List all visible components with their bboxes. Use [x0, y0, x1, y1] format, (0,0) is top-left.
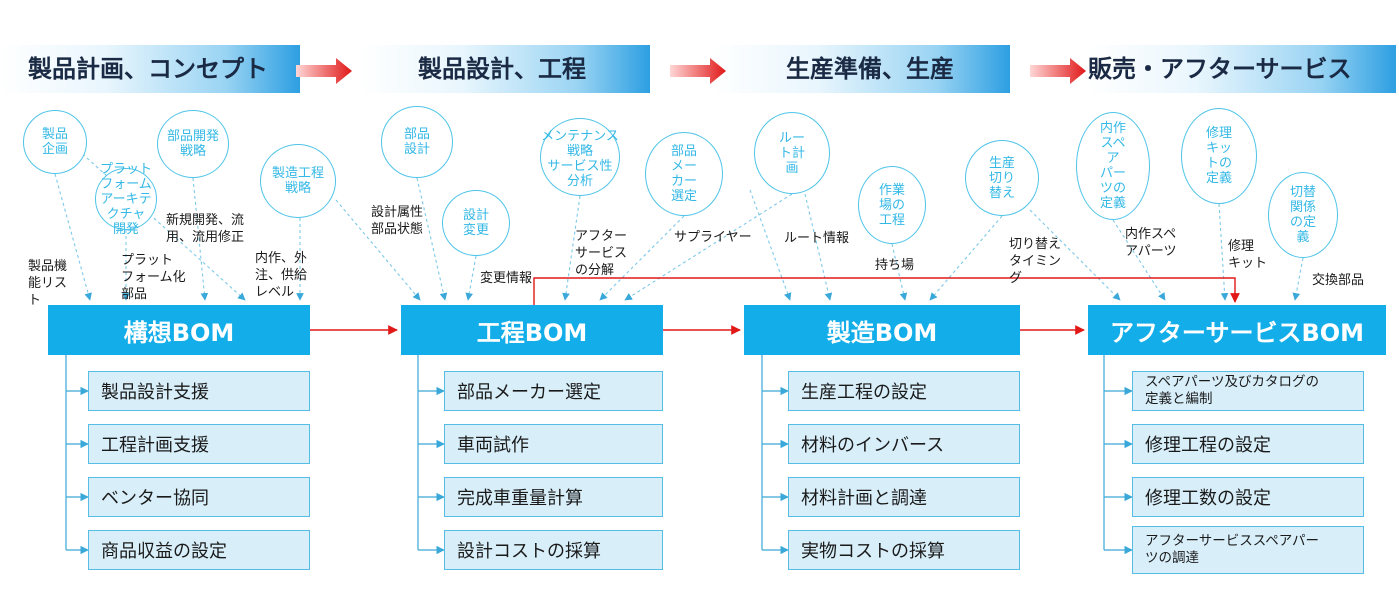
- label-platform-parts: プラット フォーム化 部品: [121, 253, 186, 302]
- label-product-function-list: 製品機 能リス ト: [28, 259, 68, 308]
- bubble-product-planning: 製品 企画: [23, 110, 87, 174]
- label-route-info: ルート情報: [784, 231, 850, 246]
- bubble-production-switch: 生産 切り 替え: [965, 140, 1039, 216]
- as-item-repair-process: 修理工程の設定: [1132, 424, 1364, 464]
- bubble-route-planning: ルー ト計 画: [754, 112, 830, 194]
- concept-item-vendor-collaboration: ベンター協同: [88, 477, 310, 517]
- bubble-repair-kit: 修理 キッ トの 定義: [1181, 108, 1257, 204]
- bubble-platform-architecture: プラットフォーム アーキテクチャ 開発: [95, 162, 157, 237]
- label-new-development: 新規開発、流 用、流用修正: [166, 213, 245, 245]
- dashed-connector: [1292, 257, 1304, 301]
- phase-label-design: 製品設計、工程: [418, 55, 586, 83]
- label-switch-timing: 切り替え タイミン グ: [1009, 237, 1062, 286]
- phase-banner-aftersales: 販売・アフターサービス: [1088, 45, 1396, 93]
- dashed-connector: [1218, 203, 1229, 301]
- bubble-part-development-strategy: 部品開発 戦略: [157, 110, 229, 178]
- dashed-connector: [1112, 219, 1166, 301]
- phase-label-aftersales: 販売・アフターサービス: [1088, 55, 1352, 83]
- dashed-connector: [929, 215, 1003, 301]
- bubble-manufacturing-process-strategy: 製造工程 戦略: [260, 144, 336, 218]
- dashed-connector: [624, 193, 793, 301]
- label-inhouse-outsource: 内作、外 注、供給 レベル: [255, 251, 308, 300]
- dashed-connector: [416, 177, 448, 301]
- bom-process: 工程BOM: [401, 305, 663, 355]
- concept-item-process-planning: 工程計画支援: [88, 424, 310, 464]
- process-item-weight-calculation: 完成車重量計算: [444, 477, 663, 517]
- as-item-spare-parts-catalog: スペアパーツ及びカタログの 定義と編制: [1132, 371, 1364, 411]
- bubble-workplace-process: 作業 場の 工程: [858, 166, 926, 244]
- label-aftersales-breakdown: アフター サービス の分解: [575, 229, 628, 278]
- bubble-maintenance-strategy: メンテナンス戦略 サービス性 分析: [540, 118, 620, 196]
- bubble-inhouse-spare-parts: 内作 スペ ア パー ツの 定義: [1076, 112, 1150, 220]
- dashed-connector: [192, 177, 209, 301]
- feedback-arrow: [533, 277, 1240, 305]
- label-inhouse-spare-parts: 内作スペ アパーツ: [1125, 227, 1177, 259]
- bubble-part-maker-selection: 部品 メー カー 選定: [645, 132, 723, 216]
- process-item-maker-selection: 部品メーカー選定: [444, 371, 663, 411]
- label-change-info: 変更情報: [480, 271, 533, 286]
- bubble-design-change: 設計 変更: [442, 190, 510, 256]
- process-item-design-cost: 設計コストの採算: [444, 530, 663, 570]
- label-replacement-parts: 交換部品: [1312, 273, 1365, 288]
- label-design-attribute: 設計属性 部品状態: [371, 205, 424, 237]
- phase-banner-design: 製品設計、工程: [360, 45, 650, 93]
- dashed-connector: [335, 199, 421, 301]
- phase-banner-planning: 製品計画、コンセプト: [0, 45, 300, 93]
- phase-arrow-icon: [670, 58, 726, 84]
- bubble-switch-relation: 切替 関係 の定 義: [1268, 172, 1338, 258]
- concept-item-design-support: 製品設計支援: [88, 371, 310, 411]
- mfg-item-actual-cost: 実物コストの採算: [788, 530, 1020, 570]
- dashed-connector: [599, 215, 685, 301]
- label-workstation: 持ち場: [875, 258, 915, 273]
- bom-aftersales: アフターサービスBOM: [1088, 305, 1386, 355]
- dashed-connector: [804, 193, 833, 301]
- bom-concept: 構想BOM: [48, 305, 310, 355]
- as-item-repair-hours: 修理工数の設定: [1132, 477, 1364, 517]
- phase-label-production: 生産準備、生産: [786, 55, 954, 83]
- bubble-part-design: 部品 設計: [381, 106, 453, 178]
- bom-manufacturing: 製造BOM: [744, 305, 1020, 355]
- mfg-item-material-planning: 材料計画と調達: [788, 477, 1020, 517]
- phase-arrow-icon: [296, 58, 352, 84]
- mfg-item-process-setting: 生産工程の設定: [788, 371, 1020, 411]
- label-supplier: サプライヤー: [674, 230, 752, 245]
- phase-arrow-icon: [1030, 58, 1086, 84]
- phase-label-planning: 製品計画、コンセプト: [28, 55, 268, 83]
- dashed-connector: [54, 173, 92, 301]
- process-item-prototype: 車両試作: [444, 424, 663, 464]
- phase-banner-production: 生産準備、生産: [712, 45, 1010, 93]
- label-repair-kit: 修理 キット: [1228, 239, 1268, 271]
- dashed-connector: [465, 255, 477, 301]
- concept-item-profit-setting: 商品収益の設定: [88, 530, 310, 570]
- dashed-connector: [749, 189, 792, 301]
- mfg-item-material-inverse: 材料のインバース: [788, 424, 1020, 464]
- as-item-spare-parts-procurement: アフターサービススペアパー ツの調達: [1132, 526, 1364, 574]
